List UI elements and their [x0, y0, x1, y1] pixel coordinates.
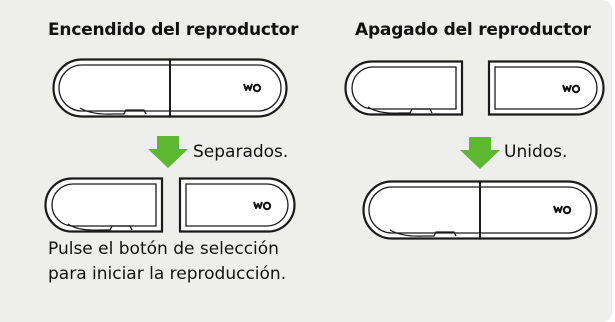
player-left-half-image — [344, 60, 464, 116]
player-left-half-image — [44, 177, 164, 233]
instruction-text: Pulse el botón de selección para iniciar… — [48, 239, 287, 284]
player-joined-image — [362, 180, 598, 240]
down-arrow-icon — [148, 136, 188, 168]
power-on-heading: Encendido del reproductor — [48, 20, 299, 40]
joined-label: Unidos. — [504, 142, 568, 162]
down-arrow-icon — [460, 137, 500, 169]
player-joined-image — [52, 58, 288, 118]
separated-label: Separados. — [193, 142, 289, 162]
power-off-heading: Apagado del reproductor — [355, 20, 591, 40]
player-right-half-image — [178, 177, 296, 233]
player-right-half-image — [487, 60, 605, 116]
